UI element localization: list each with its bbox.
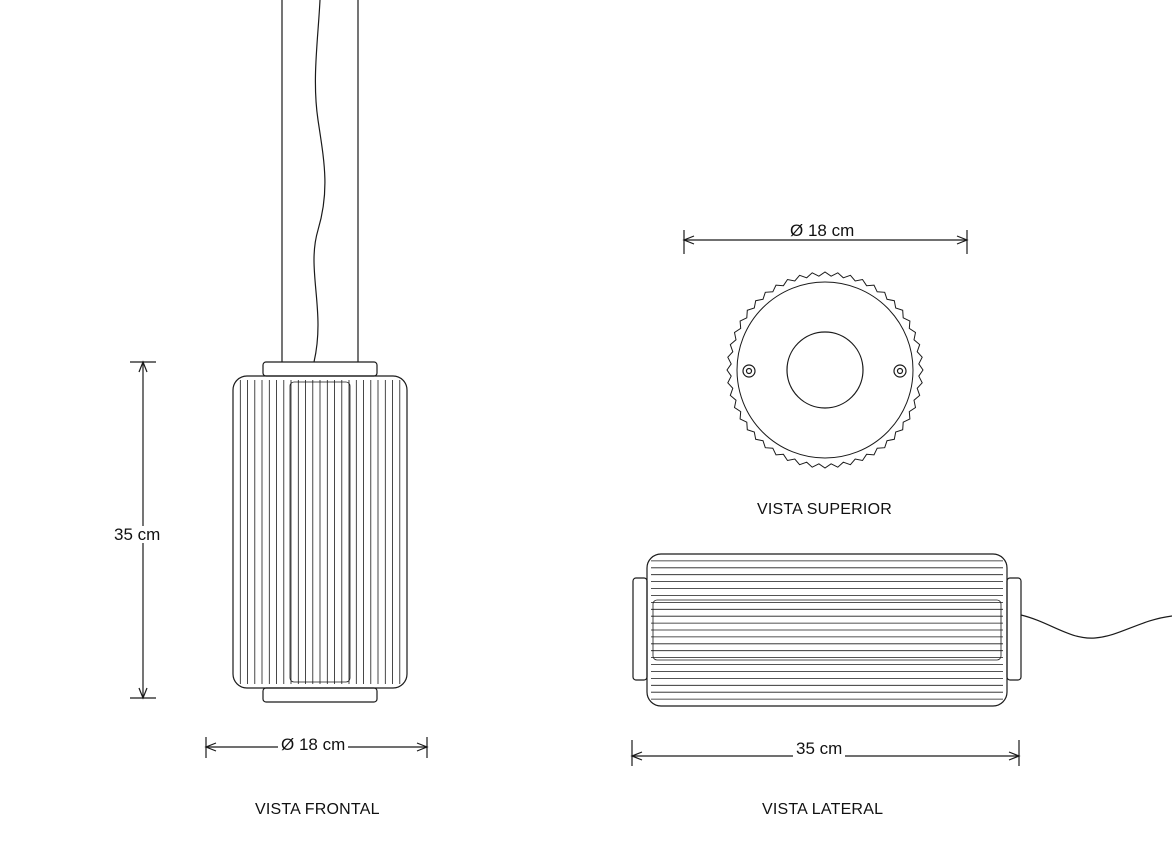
- power-cable: [313, 0, 326, 363]
- front-view: [130, 0, 429, 758]
- side-glass-ribs: [651, 560, 1003, 700]
- side-power-cable: [1020, 614, 1172, 639]
- side-cap-right: [1006, 577, 1022, 681]
- top-view-caption: VISTA SUPERIOR: [757, 501, 892, 518]
- side-view-caption: VISTA LATERAL: [762, 801, 884, 818]
- inner-disc: [736, 281, 914, 459]
- top-view: [682, 230, 969, 469]
- side-view: [630, 553, 1172, 766]
- front-height-label: 35 cm: [111, 526, 164, 543]
- glass-ribs: [239, 380, 401, 684]
- center-hole: [786, 331, 864, 409]
- top-cap: [262, 361, 378, 377]
- front-width-label: Ø 18 cm: [278, 736, 349, 753]
- side-length-label: 35 cm: [793, 740, 846, 757]
- screw-right-icon: [893, 364, 907, 378]
- ribbed-rim: [726, 271, 924, 469]
- top-width-dimension-line: [682, 230, 969, 254]
- bottom-cap: [262, 687, 378, 703]
- top-width-label: Ø 18 cm: [787, 222, 858, 239]
- front-view-caption: VISTA FRONTAL: [255, 801, 380, 818]
- screw-left-icon: [742, 364, 756, 378]
- side-cap-left: [632, 577, 648, 681]
